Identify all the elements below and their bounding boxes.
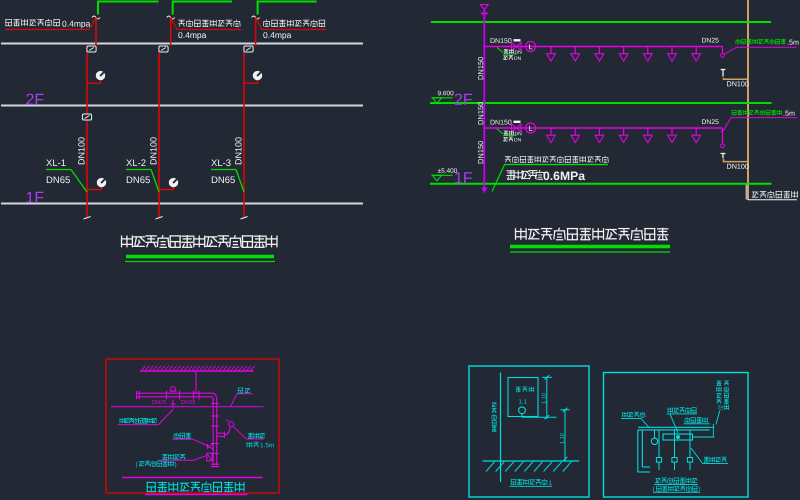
svg-text:9.600: 9.600 [437,90,454,97]
svg-text:XL-1: XL-1 [46,158,66,169]
svg-text:DN65: DN65 [211,175,235,186]
svg-text:L: L [529,42,533,51]
svg-text:DN: DN [514,131,522,137]
svg-text:DN100: DN100 [76,137,86,165]
svg-text:1.1: 1.1 [518,400,527,406]
svg-text:DN100: DN100 [726,162,748,171]
svg-text:2F: 2F [454,92,473,109]
svg-text:XL-2: XL-2 [126,158,146,169]
svg-text:DN150: DN150 [476,141,485,164]
svg-text:DN100: DN100 [233,137,243,165]
svg-text:(: ( [135,461,138,468]
svg-text:±5.400: ±5.400 [437,168,457,175]
svg-text:0.4mpa: 0.4mpa [178,30,207,40]
svg-text:1F: 1F [25,190,44,207]
svg-text:/2: /2 [718,404,724,410]
svg-text:1.5m: 1.5m [260,442,274,449]
svg-text:DN150: DN150 [490,38,512,45]
svg-text:XL-3: XL-3 [211,158,231,169]
svg-text:DN: DN [514,137,522,143]
svg-text:0.4mpa: 0.4mpa [62,19,91,29]
svg-text:): ) [698,486,700,493]
svg-text:0.6MPa: 0.6MPa [543,169,585,183]
svg-text:L: L [529,124,533,133]
svg-text:DN65: DN65 [46,175,70,186]
svg-text:.5m: .5m [787,38,799,47]
svg-text:DN150: DN150 [490,120,512,127]
svg-text:2F: 2F [25,92,44,109]
svg-text:1F: 1F [454,170,473,187]
svg-text:(: ( [652,486,655,493]
svg-text:0.4mpa: 0.4mpa [263,30,292,40]
svg-text:DN150: DN150 [476,57,485,80]
svg-text:.5m: .5m [783,109,795,118]
svg-text:DN100: DN100 [148,137,158,165]
svg-text:DN: DN [514,56,522,62]
svg-text:DN25: DN25 [701,119,719,126]
svg-text:DN25: DN25 [701,38,719,45]
svg-text:DN25: DN25 [152,400,166,406]
svg-text:DN150: DN150 [476,102,485,125]
svg-text:DN25: DN25 [181,400,195,406]
svg-text:DN: DN [514,50,522,56]
svg-text:DN65: DN65 [126,175,150,186]
svg-text:1.10: 1.10 [541,393,547,404]
svg-text:1.10: 1.10 [560,433,566,444]
svg-text:1: 1 [548,481,552,487]
svg-text:DN100: DN100 [726,79,748,88]
svg-text:): ) [174,461,176,468]
